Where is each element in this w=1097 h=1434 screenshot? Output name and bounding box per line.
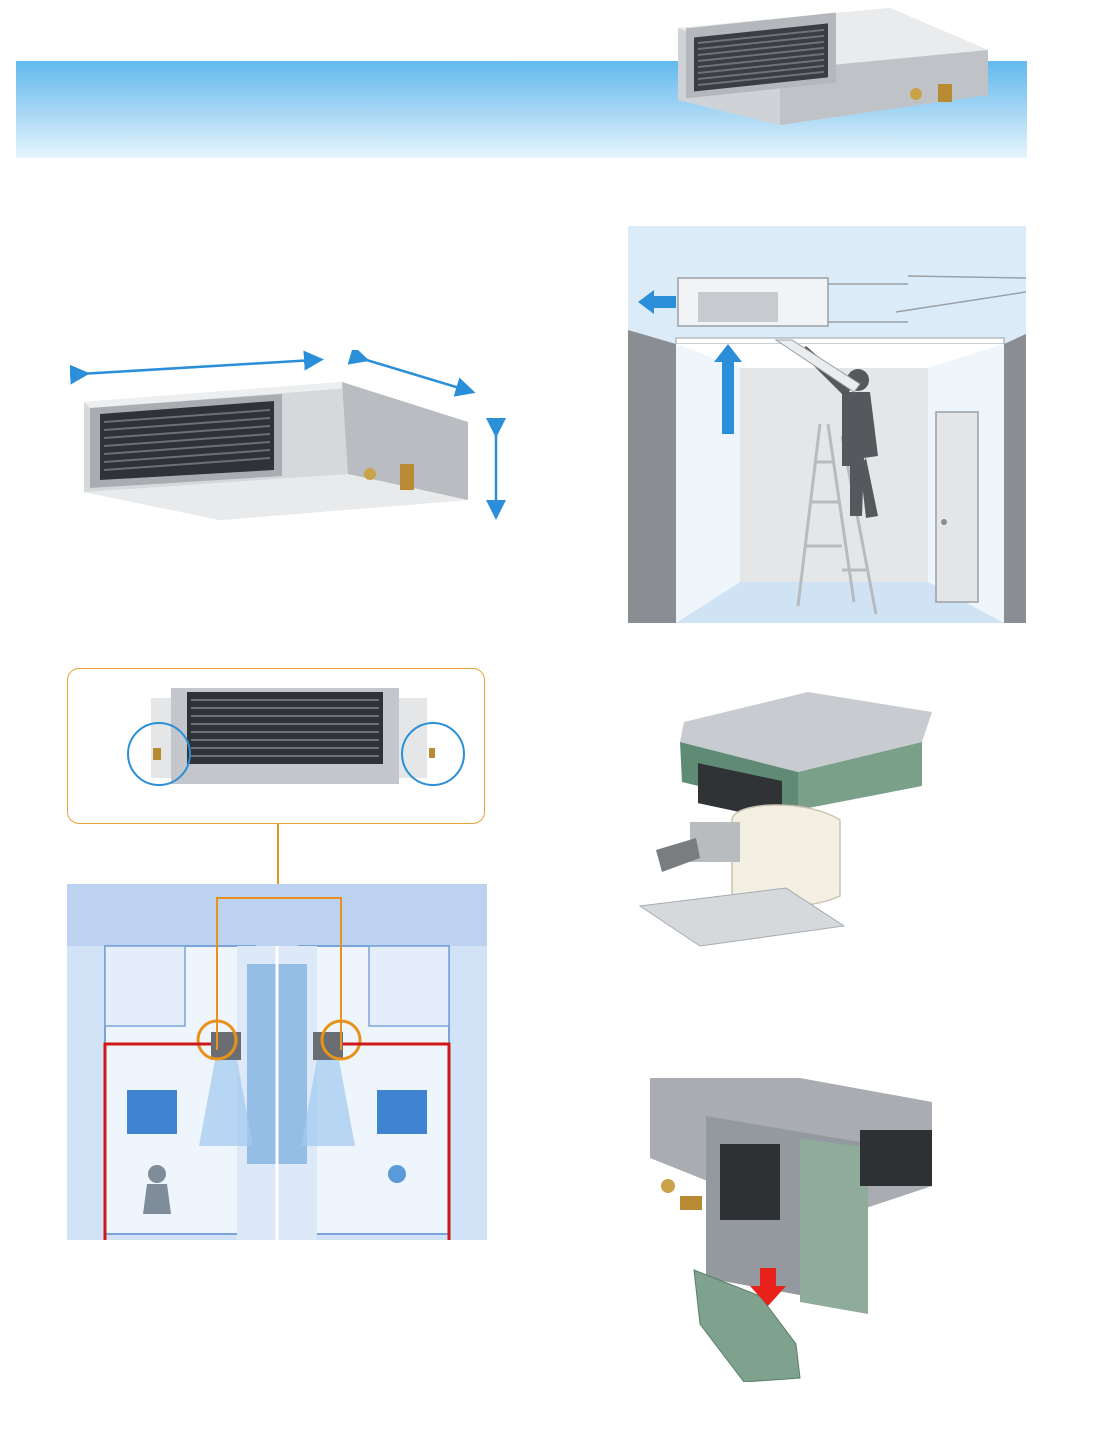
- piping-callout-box: [67, 668, 485, 824]
- left-pipe-highlight-icon: [126, 721, 191, 786]
- width-arrow-icon: [70, 350, 324, 385]
- side-panel-removal-photo: [650, 1078, 932, 1382]
- depth-arrow-icon: [347, 350, 476, 397]
- header-product-image: [670, 0, 1010, 128]
- right-pipe-highlight-icon: [400, 721, 465, 786]
- left-unit-highlight-icon: [196, 1019, 238, 1061]
- exploded-unit-photo: [636, 690, 938, 1008]
- dimension-diagram: [70, 350, 510, 525]
- remove-down-arrow-icon: [750, 1268, 786, 1306]
- right-unit-highlight-icon: [320, 1019, 362, 1061]
- airflow-side-arrow-icon: [638, 290, 676, 314]
- airflow-up-arrow-icon: [714, 344, 742, 434]
- callout-connector: [277, 824, 279, 898]
- hotel-floor-plan: [67, 884, 487, 1240]
- maintenance-scene: [628, 226, 1026, 623]
